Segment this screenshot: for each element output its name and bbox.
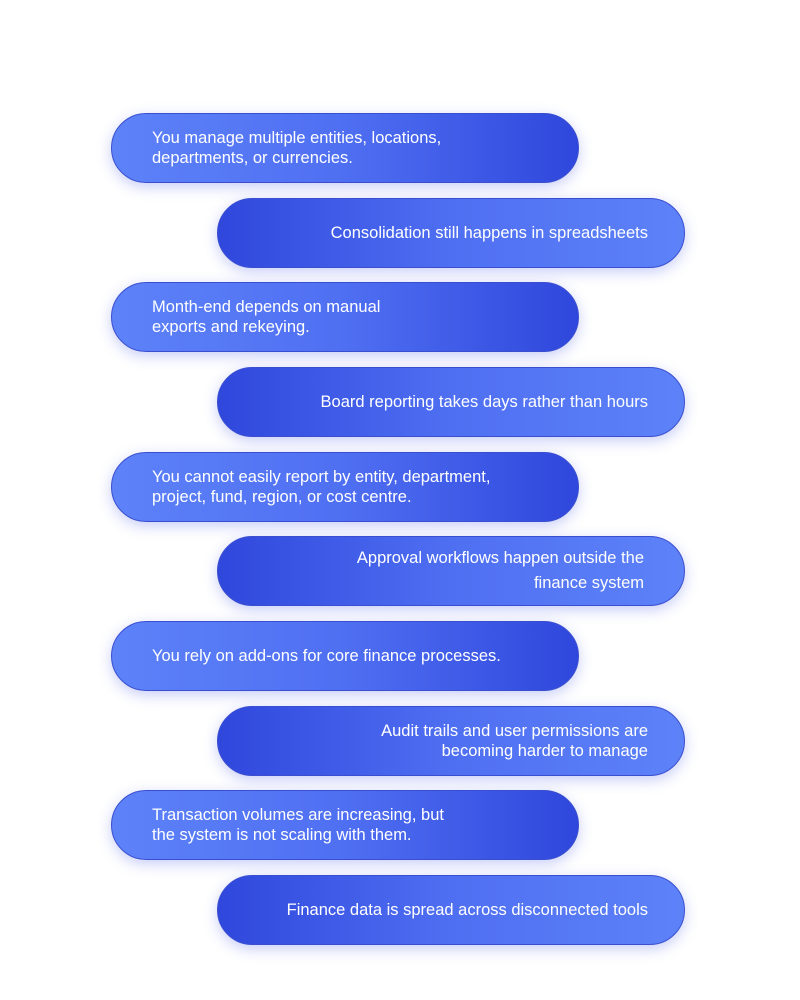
pill-text: You manage multiple entities, locations,… (152, 129, 442, 167)
pill-text: Finance data is spread across disconnect… (286, 901, 648, 919)
list-item: You cannot easily report by entity, depa… (111, 452, 579, 522)
list-item: Board reporting takes days rather than h… (217, 367, 685, 437)
pill-text: You cannot easily report by entity, depa… (152, 468, 491, 506)
list-item: You rely on add-ons for core finance pro… (111, 621, 579, 691)
list-item: Transaction volumes are increasing, but … (111, 790, 579, 860)
pill-text: Board reporting takes days rather than h… (320, 393, 648, 411)
pill-text: Audit trails and user permissions are be… (381, 722, 648, 760)
list-item: Approval workflows happen outside the fi… (217, 536, 685, 606)
pill-text: Consolidation still happens in spreadshe… (330, 224, 648, 242)
pill-text: Transaction volumes are increasing, but … (152, 806, 444, 844)
list-item: Finance data is spread across disconnect… (217, 875, 685, 945)
pill-text: Approval workflows happen outside the fi… (356, 549, 644, 592)
list-item: Month-end depends on manual exports and … (111, 282, 579, 352)
list-item: Consolidation still happens in spreadshe… (217, 198, 685, 268)
list-item: You manage multiple entities, locations,… (111, 113, 579, 183)
pill-text: You rely on add-ons for core finance pro… (152, 647, 501, 665)
pill-text: Month-end depends on manual exports and … (152, 298, 381, 336)
list-item: Audit trails and user permissions are be… (217, 706, 685, 776)
